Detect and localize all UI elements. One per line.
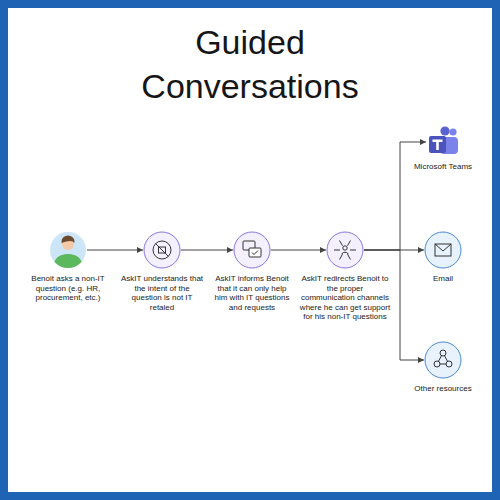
step-circle — [424, 231, 462, 269]
redirect-ray — [340, 254, 343, 259]
person-icon — [53, 236, 83, 269]
chat-bubble — [249, 248, 261, 257]
not-it-ring — [153, 241, 171, 259]
resources-icon — [434, 350, 452, 367]
teams-tile — [429, 136, 446, 153]
step-label: Benoit asks a non-IT question (e.g. HR, … — [22, 274, 114, 303]
redirect-head — [343, 246, 347, 250]
flow-step: Other resources — [424, 341, 462, 379]
network-link — [437, 364, 449, 365]
teams-logo — [429, 126, 458, 154]
not-it-screen — [159, 247, 166, 253]
step-label: Email — [398, 274, 488, 284]
network-link — [437, 353, 443, 364]
teams-mark — [432, 140, 442, 151]
envelope-body — [435, 244, 451, 256]
not-it-icon — [153, 241, 171, 259]
step-label: AskIT understands that the intent of the… — [119, 274, 205, 312]
not-it-slash — [156, 244, 169, 257]
step-label: AskIT redirects Benoit to the proper com… — [299, 274, 391, 322]
step-circle — [326, 231, 364, 269]
teams-head — [440, 126, 449, 135]
network-dot — [440, 350, 446, 356]
redirect-ray — [348, 254, 351, 259]
flow-arrow — [271, 250, 326, 251]
redirect-ray — [350, 250, 356, 251]
flow-step: Microsoft Teams — [426, 126, 460, 158]
chat-icon — [243, 241, 261, 257]
diagram-title: Guided Conversations — [95, 20, 405, 108]
teams-dot — [449, 128, 456, 135]
redirect-ray — [334, 250, 340, 251]
network-link — [443, 353, 449, 364]
flow-arrow — [87, 250, 143, 251]
envelope-flap — [435, 244, 451, 251]
network-dot — [434, 361, 440, 367]
flow-step: AskIT redirects Benoit to the proper com… — [326, 231, 364, 269]
chat-bubble — [243, 241, 255, 250]
step-label: AskIT informs Benoit that it can only he… — [210, 274, 294, 312]
redirect-ray — [340, 241, 343, 246]
flow-step: AskIT understands that the intent of the… — [143, 231, 181, 269]
step-circle-outline — [425, 232, 461, 268]
flow-step: Benoit asks a non-IT question (e.g. HR, … — [49, 231, 87, 269]
redirect-body — [342, 252, 349, 254]
flow-step: AskIT informs Benoit that it can only he… — [233, 231, 271, 269]
flow-step: Email — [424, 231, 462, 269]
step-circle-outline — [50, 232, 86, 268]
step-circle — [49, 231, 87, 269]
step-circle-outline — [425, 342, 461, 378]
network-dot — [446, 361, 452, 367]
teams-back — [440, 137, 458, 154]
step-circle-outline — [234, 232, 270, 268]
redirect-icon — [334, 241, 356, 260]
step-label: Microsoft Teams — [398, 162, 488, 172]
flow-arrow — [181, 250, 233, 251]
step-circle — [233, 231, 271, 269]
step-circle-outline — [327, 232, 363, 268]
redirect-ray — [348, 241, 351, 246]
step-circle — [143, 231, 181, 269]
person-face — [62, 238, 74, 250]
person-hair — [61, 236, 74, 244]
step-circle-outline — [144, 232, 180, 268]
step-circle — [424, 341, 462, 379]
chat-check — [252, 251, 258, 255]
step-label: Other resources — [398, 384, 488, 394]
person-shirt — [53, 254, 83, 268]
flow-arrow — [364, 142, 426, 250]
email-icon — [435, 244, 451, 256]
